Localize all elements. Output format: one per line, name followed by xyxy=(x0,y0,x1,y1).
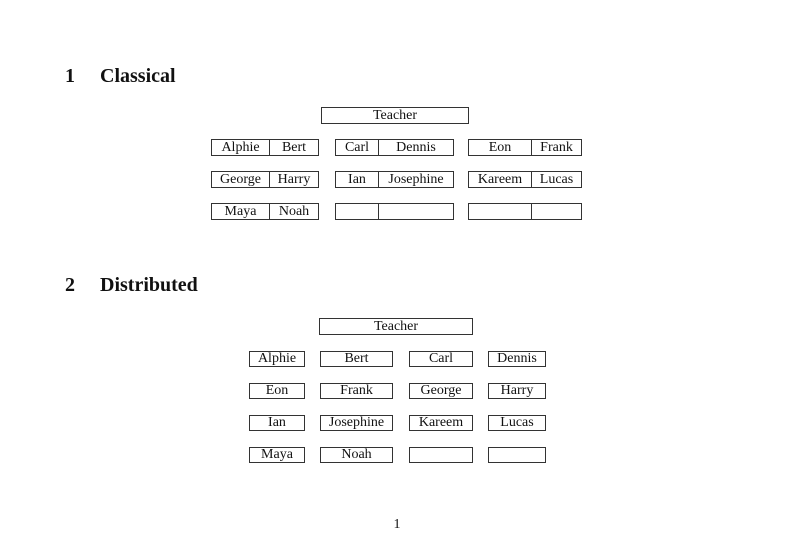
seat-cell: George xyxy=(420,383,462,398)
seat-cell: Josephine xyxy=(328,415,385,430)
seat-cell: Alphie xyxy=(221,140,260,155)
desk-single-seat: George xyxy=(409,383,473,399)
teacher-box: Teacher xyxy=(319,318,473,335)
seat-cell: Eon xyxy=(265,383,289,398)
desk-single-seat: Frank xyxy=(320,383,393,399)
desk-two-seat: Carl Dennis xyxy=(335,139,454,156)
desk-single-seat: Maya xyxy=(249,447,305,463)
seat-cell: Noah xyxy=(269,204,318,219)
section-heading-distributed: 2 Distributed xyxy=(65,275,198,295)
desk-single-seat xyxy=(488,447,546,463)
seat-cell: Noah xyxy=(341,447,372,462)
seat-cell xyxy=(336,204,378,219)
desk-single-seat: Alphie xyxy=(249,351,305,367)
desk-two-seat: Kareem Lucas xyxy=(468,171,582,188)
seat-cell: Bert xyxy=(269,140,318,155)
seat-cell: Dennis xyxy=(378,140,453,155)
section-number: 1 xyxy=(65,65,75,87)
desk-single-seat: Bert xyxy=(320,351,393,367)
teacher-label: Teacher xyxy=(372,107,418,123)
desk-single-seat: Ian xyxy=(249,415,305,431)
desk-two-seat xyxy=(468,203,582,220)
desk-two-seat xyxy=(335,203,454,220)
desk-single-seat: Harry xyxy=(488,383,546,399)
desk-single-seat: Eon xyxy=(249,383,305,399)
teacher-box: Teacher xyxy=(321,107,469,124)
seat-cell: Lucas xyxy=(500,415,534,430)
seat-cell xyxy=(531,204,581,219)
section-title: Distributed xyxy=(100,274,198,296)
desk-two-seat: Ian Josephine xyxy=(335,171,454,188)
seat-cell: Kareem xyxy=(477,172,523,187)
desk-two-seat: Maya Noah xyxy=(211,203,319,220)
section-heading-classical: 1 Classical xyxy=(65,66,176,86)
seat-cell: Josephine xyxy=(378,172,453,187)
seat-cell: Carl xyxy=(344,140,370,155)
desk-two-seat: Alphie Bert xyxy=(211,139,319,156)
seat-cell: Kareem xyxy=(418,415,464,430)
seat-cell xyxy=(378,204,453,219)
desk-single-seat xyxy=(409,447,473,463)
seat-cell: George xyxy=(220,172,261,187)
page-number: 1 xyxy=(393,517,401,532)
seat-cell: Harry xyxy=(500,383,534,398)
seat-cell: Dennis xyxy=(497,351,537,366)
seat-cell: Frank xyxy=(340,383,373,398)
desk-single-seat: Dennis xyxy=(488,351,546,367)
seat-cell: Maya xyxy=(224,204,257,219)
desk-single-seat: Josephine xyxy=(320,415,393,431)
section-number: 2 xyxy=(65,274,75,296)
seat-cell: Alphie xyxy=(257,351,297,366)
desk-single-seat: Carl xyxy=(409,351,473,367)
desk-two-seat: George Harry xyxy=(211,171,319,188)
seat-cell: Frank xyxy=(531,140,581,155)
seat-cell xyxy=(469,204,531,219)
seat-cell: Bert xyxy=(344,351,369,366)
seat-cell: Harry xyxy=(269,172,318,187)
seat-cell: Carl xyxy=(428,351,454,366)
seat-cell: Ian xyxy=(268,415,286,430)
desk-single-seat: Kareem xyxy=(409,415,473,431)
seat-cell: Maya xyxy=(261,447,293,462)
seat-cell: Lucas xyxy=(531,172,581,187)
section-title: Classical xyxy=(100,65,176,87)
seat-cell: Ian xyxy=(348,172,366,187)
desk-single-seat: Lucas xyxy=(488,415,546,431)
seat-cell: Eon xyxy=(488,140,512,155)
desk-single-seat: Noah xyxy=(320,447,393,463)
teacher-label: Teacher xyxy=(373,318,419,334)
desk-two-seat: Eon Frank xyxy=(468,139,582,156)
